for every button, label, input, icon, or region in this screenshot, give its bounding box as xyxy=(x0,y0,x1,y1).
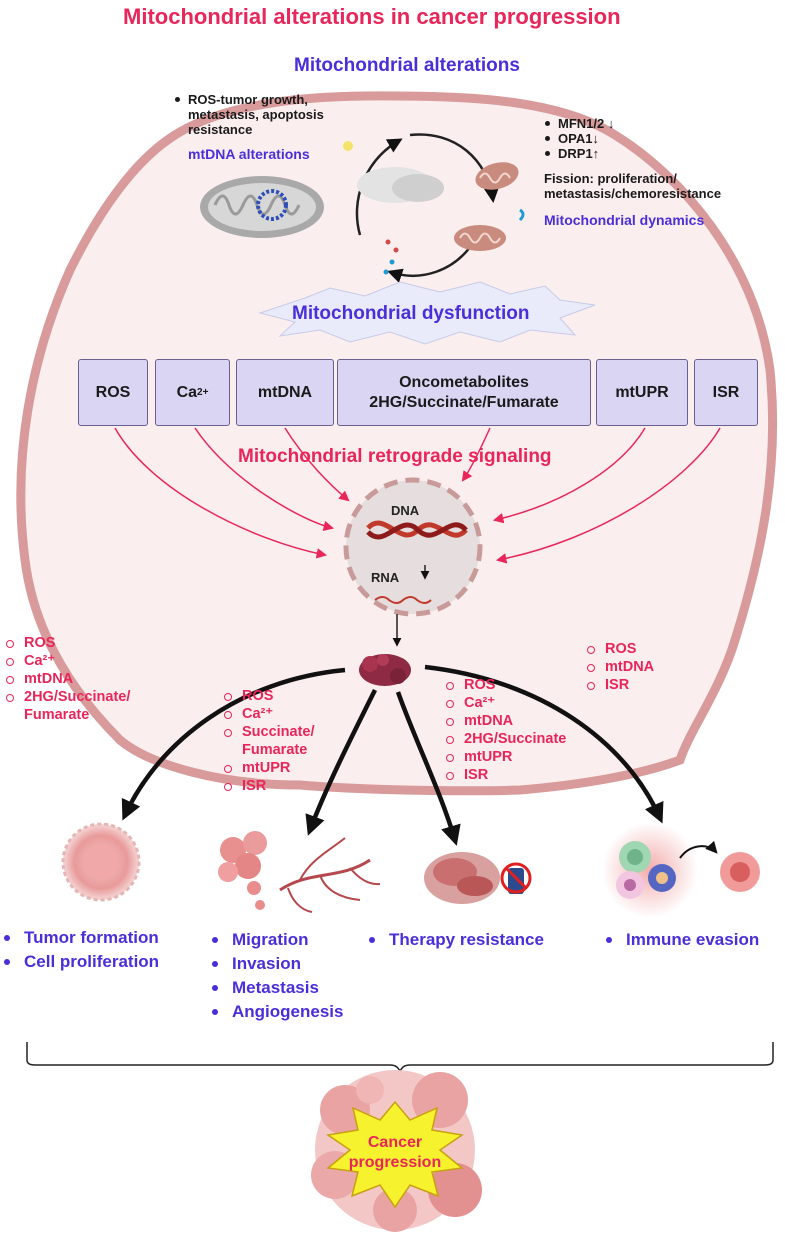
factor-item: ROS xyxy=(222,687,315,705)
outcome-item: Metastasis xyxy=(208,976,343,1000)
tumor-cell-icon xyxy=(61,822,141,902)
signal-box-text: mtUPR xyxy=(615,383,669,401)
signal-box-isr: ISR xyxy=(694,359,758,426)
mtdna-ring-icon xyxy=(256,189,288,221)
dynamics-bullet: MFN1/2 ↓ xyxy=(542,116,782,131)
factor-list-migration: ROS Ca²⁺ Succinate/ Fumarate mtUPR ISR xyxy=(222,687,315,795)
signal-box-text: ROS xyxy=(95,383,131,401)
outcome-item: Tumor formation xyxy=(0,926,159,950)
factor-item: Ca²⁺ xyxy=(4,652,130,670)
cancer-label-line2: progression xyxy=(348,1154,442,1171)
factor-item: ISR xyxy=(444,766,566,784)
factor-item: Ca²⁺ xyxy=(444,694,566,712)
retrograde-label: Mitochondrial retrograde signaling xyxy=(238,446,552,467)
outcome-list-therapy: Therapy resistance xyxy=(365,928,544,952)
signal-box-oncometabolites: Oncometabolites 2HG/Succinate/Fumarate xyxy=(337,359,591,426)
factor-list-tumor: ROS Ca²⁺ mtDNA 2HG/Succinate/ Fumarate xyxy=(4,634,130,724)
cancer-progression-label: Cancer progression xyxy=(345,1133,445,1173)
retrograde-arrows xyxy=(114,427,721,564)
cell-membrane xyxy=(16,91,778,796)
dna-label: DNA xyxy=(391,503,420,518)
factor-item-continued: Fumarate xyxy=(242,742,308,758)
outcome-list-migration: Migration Invasion Metastasis Angiogenes… xyxy=(208,928,343,1024)
factor-item: ROS xyxy=(4,634,130,652)
dynamics-label: Mitochondrial dynamics xyxy=(544,212,705,228)
factor-item: mtDNA xyxy=(444,712,566,730)
signal-box-text: Oncometabolites xyxy=(399,373,529,391)
factor-list-immune: ROS mtDNA ISR xyxy=(585,640,654,694)
factor-item: 2HG/Succinate xyxy=(444,730,566,748)
blood-vessel-icon xyxy=(218,831,381,913)
factor-item: Succinate/ xyxy=(222,723,315,741)
dna-helix-icon xyxy=(366,520,468,540)
dynamics-bullets: MFN1/2 ↓ OPA1↓ DRP1↑ xyxy=(542,116,782,161)
signal-box-mtdna: mtDNA xyxy=(236,359,334,426)
rna-label: RNA xyxy=(371,570,400,585)
page-title: Mitochondrial alterations in cancer prog… xyxy=(123,4,621,29)
signal-box-mtupr: mtUPR xyxy=(596,359,688,426)
outcome-list-tumor: Tumor formation Cell proliferation xyxy=(0,926,159,974)
signal-box-text: ISR xyxy=(712,383,740,401)
outcome-item: Cell proliferation xyxy=(0,950,159,974)
bracket xyxy=(26,1042,774,1075)
signal-box-text-line2: 2HG/Succinate/Fumarate xyxy=(369,393,559,411)
mtdna-bullets: ROS-tumor growth, metastasis, apoptosis … xyxy=(172,92,347,137)
mitochondrial-dynamics-cycle xyxy=(355,133,525,283)
outcome-arrows xyxy=(121,664,664,846)
outcome-item: Migration xyxy=(208,928,343,952)
factor-list-therapy: ROS Ca²⁺ mtDNA 2HG/Succinate mtUPR ISR xyxy=(444,676,566,784)
mtdna-alterations-label: mtDNA alterations xyxy=(188,146,310,162)
drug-resistance-icon xyxy=(424,852,532,904)
factor-item: mtDNA xyxy=(4,670,130,688)
dynamics-bullet: DRP1↑ xyxy=(542,146,782,161)
factor-item: mtDNA xyxy=(585,658,654,676)
signal-box-text: mtDNA xyxy=(257,383,313,401)
rna-strand xyxy=(374,596,432,604)
dysfunction-label: Mitochondrial dysfunction xyxy=(292,303,530,324)
cancer-label-line1: Cancer xyxy=(367,1134,423,1151)
factor-item: ROS xyxy=(585,640,654,658)
protein-icon xyxy=(359,654,411,686)
factor-item: ROS xyxy=(444,676,566,694)
fission-text: Fission: proliferation/ metastasis/chemo… xyxy=(544,171,722,201)
factor-item: ISR xyxy=(222,777,315,795)
outcome-list-immune: Immune evasion xyxy=(602,928,759,952)
outcome-item: Invasion xyxy=(208,952,343,976)
dysfunction-starburst xyxy=(258,281,596,345)
factor-item-continued: Fumarate xyxy=(24,707,90,723)
outcome-item: Angiogenesis xyxy=(208,1000,343,1024)
signal-box-ros: ROS xyxy=(78,359,148,426)
factor-item: Ca²⁺ xyxy=(222,705,315,723)
signal-box-superscript: 2+ xyxy=(197,386,209,398)
outcome-item: Therapy resistance xyxy=(365,928,544,952)
factor-item: mtUPR xyxy=(222,759,315,777)
factor-item: ISR xyxy=(585,676,654,694)
alterations-heading: Mitochondrial alterations xyxy=(294,55,520,76)
mitochondrion-icon xyxy=(200,141,353,238)
outcome-item: Immune evasion xyxy=(602,928,759,952)
nucleus xyxy=(343,477,483,617)
factor-item: 2HG/Succinate/ xyxy=(4,688,130,706)
dynamics-bullet: OPA1↓ xyxy=(542,131,782,146)
immune-cells-icon xyxy=(602,822,760,918)
mtdna-bullet: ROS-tumor growth, metastasis, apoptosis … xyxy=(172,92,347,137)
signal-box-text: Ca xyxy=(176,383,198,401)
factor-item: mtUPR xyxy=(444,748,566,766)
starburst-icon xyxy=(326,1100,464,1209)
